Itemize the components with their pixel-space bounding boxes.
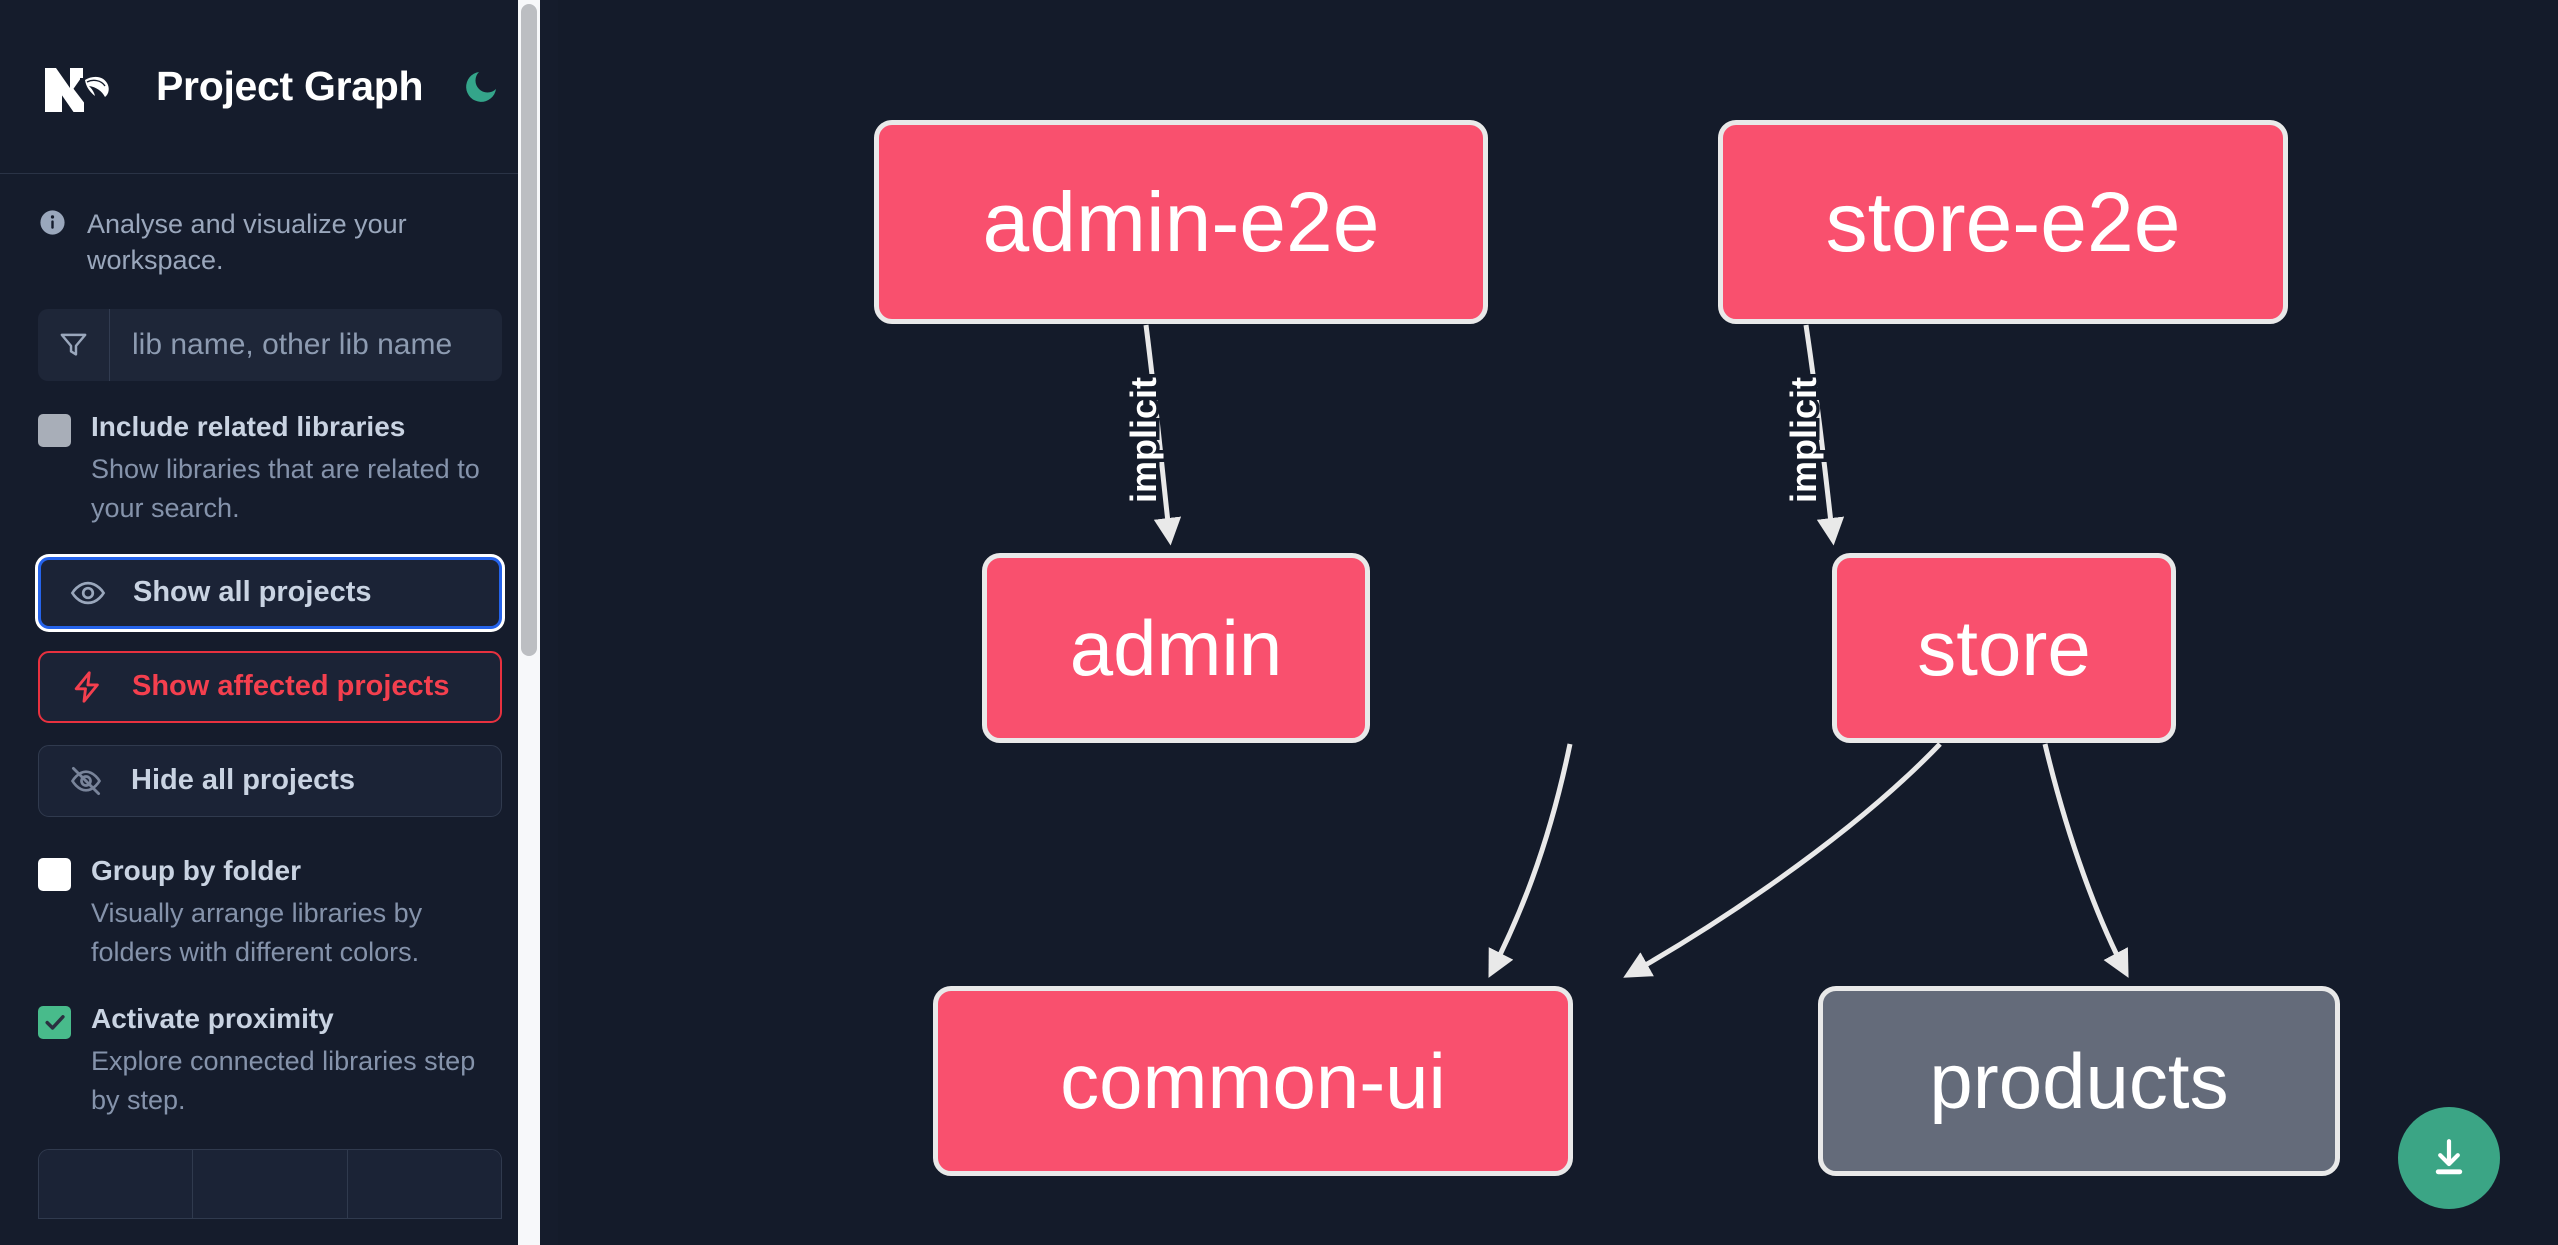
- include-related-libraries-checkbox[interactable]: [38, 413, 71, 447]
- checkbox-description: Visually arrange libraries by folders wi…: [91, 898, 423, 967]
- button-label: Hide all projects: [131, 764, 356, 797]
- moon-icon[interactable]: [459, 64, 502, 110]
- node-label: products: [1929, 1036, 2229, 1125]
- svg-text:implicit: implicit: [1783, 377, 1824, 503]
- sidebar-edge: [540, 0, 558, 1245]
- edge-admin-to-common-ui: [1488, 743, 1573, 978]
- checkbox-description: Show libraries that are related to your …: [91, 454, 480, 523]
- hide-all-projects-button[interactable]: Hide all projects: [38, 744, 502, 817]
- node-label: common-ui: [1060, 1036, 1446, 1125]
- activate-proximity-checkbox[interactable]: [38, 1005, 71, 1039]
- nx-logo: [38, 56, 124, 118]
- show-affected-projects-button[interactable]: Show affected projects: [38, 650, 502, 723]
- svg-text:implicit: implicit: [1783, 377, 1824, 503]
- group-by-folder-row: Group by folder Visually arrange librari…: [0, 817, 540, 971]
- projects-button-group: Show all projects Show affected projects: [0, 527, 540, 817]
- search-input[interactable]: [110, 308, 502, 381]
- segment-2[interactable]: [193, 1150, 348, 1219]
- button-label: Show all projects: [133, 576, 372, 609]
- graph-node-store[interactable]: store: [1832, 553, 2176, 743]
- text-mode-segmented-control[interactable]: [38, 1149, 502, 1220]
- graph-canvas[interactable]: implicit implicit implicit implicit admi…: [558, 0, 2558, 1245]
- checkbox-label: Include related libraries: [91, 410, 406, 442]
- node-label: store-e2e: [1825, 174, 2181, 269]
- sidebar-scrollbar-thumb[interactable]: [521, 4, 537, 656]
- info-icon: [38, 208, 67, 237]
- node-label: admin-e2e: [982, 174, 1380, 269]
- sidebar-scrollbar[interactable]: [518, 0, 540, 1245]
- filter-row: [0, 308, 540, 381]
- search-filter-box[interactable]: [38, 308, 502, 381]
- download-icon: [2435, 1139, 2463, 1175]
- checkbox-label: Activate proximity: [91, 1002, 334, 1034]
- segment-1[interactable]: [39, 1150, 194, 1219]
- edge-label-implicit-1: implicit implicit: [1120, 373, 1168, 506]
- checkbox-description: Explore connected libraries step by step…: [91, 1046, 476, 1115]
- show-all-projects-button[interactable]: Show all projects: [38, 556, 502, 629]
- graph-node-store-e2e[interactable]: store-e2e: [1718, 120, 2288, 324]
- checkbox-label: Group by folder: [91, 854, 301, 886]
- segment-3[interactable]: [347, 1150, 501, 1219]
- button-label: Show affected projects: [132, 670, 450, 703]
- sidebar: Project Graph Analyse and visualize your…: [0, 0, 558, 1245]
- include-related-libraries-row: Include related libraries Show libraries…: [0, 381, 540, 527]
- banner-text: Analyse and visualize your workspace.: [87, 209, 407, 276]
- graph-node-admin-e2e[interactable]: admin-e2e: [874, 120, 1488, 324]
- node-label: store: [1917, 603, 2091, 692]
- edge-store-to-products: [2042, 743, 2129, 978]
- workspace-info-banner: Analyse and visualize your workspace.: [0, 174, 540, 309]
- page-title: Project Graph: [156, 63, 424, 109]
- group-by-folder-checkbox[interactable]: [38, 857, 71, 891]
- filter-funnel-icon: [38, 308, 110, 381]
- graph-node-common-ui[interactable]: common-ui: [933, 986, 1573, 1176]
- svg-text:implicit: implicit: [1123, 377, 1164, 503]
- graph-node-products[interactable]: products: [1818, 986, 2340, 1176]
- edge-store-e2e-to-store: [1803, 324, 1845, 546]
- sidebar-content: Project Graph Analyse and visualize your…: [0, 0, 558, 1220]
- svg-text:implicit: implicit: [1123, 377, 1164, 503]
- activate-proximity-row: Activate proximity Explore connected lib…: [0, 971, 540, 1119]
- node-label: admin: [1069, 603, 1283, 692]
- eye-slash-icon: [67, 762, 105, 800]
- graph-edges-layer: implicit implicit implicit implicit: [1120, 324, 2129, 978]
- sidebar-header: Project Graph: [0, 0, 540, 174]
- graph-node-admin[interactable]: admin: [982, 553, 1370, 743]
- edge-store-to-common-ui: [1623, 742, 1942, 978]
- edge-label-implicit-2: implicit implicit: [1780, 373, 1828, 506]
- download-image-button[interactable]: [2398, 1107, 2500, 1209]
- eye-icon: [69, 574, 107, 612]
- edge-admin-e2e-to-admin: [1143, 324, 1182, 546]
- lightning-bolt-icon: [68, 668, 106, 706]
